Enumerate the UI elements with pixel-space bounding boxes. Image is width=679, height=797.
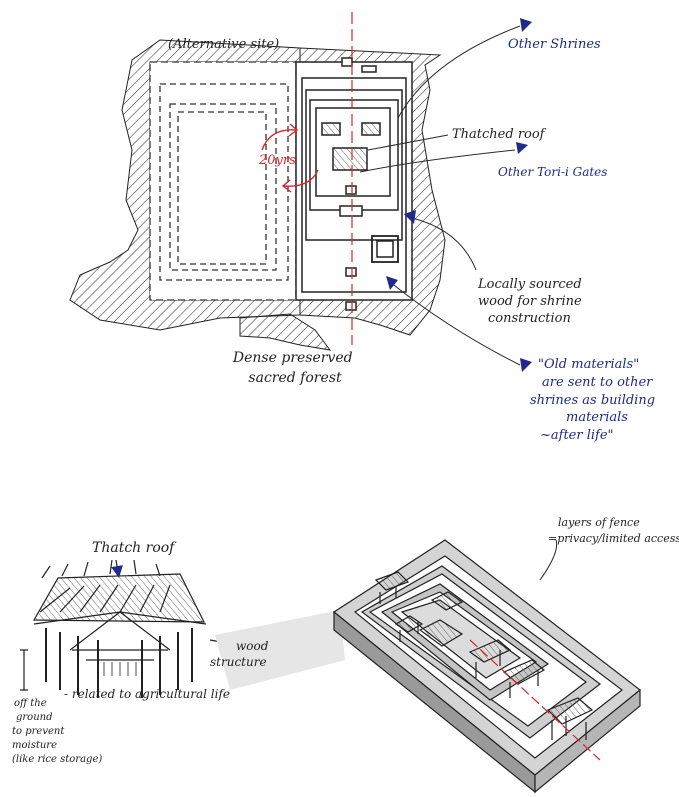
other-shrines-label: Other Shrines	[508, 37, 601, 52]
wood-structure-label: wood structure	[210, 639, 272, 669]
old-materials-label: "Old materials" are sent to other shrine…	[530, 357, 659, 443]
thatched-hut	[20, 559, 233, 698]
cycle-arrows	[261, 123, 319, 193]
forest-label: Dense preserved sacred forest	[232, 350, 357, 386]
forest-hatching	[69, 39, 446, 351]
fence-label: layers of fence =privacy/limited access	[548, 516, 679, 545]
alternative-site-plan	[149, 61, 297, 301]
isometric-compound	[215, 539, 641, 794]
current-shrine-plan	[295, 57, 413, 311]
annotation-markers	[386, 18, 532, 372]
compound-axis	[469, 639, 601, 761]
local-wood-label: Locally sourced wood for shrine construc…	[477, 277, 586, 326]
annotation-pointers	[359, 25, 521, 366]
cycle-label: 20yrs	[258, 153, 296, 168]
agricultural-life-label: - related to agricultural life	[64, 687, 230, 701]
fence-pointer	[539, 539, 558, 581]
off-ground-label: off the ground to prevent moisture (like…	[12, 698, 102, 765]
other-torii-label: Other Tori-i Gates	[498, 165, 607, 179]
thatched-roof-label: Thatched roof	[452, 127, 547, 142]
thatch-roof-label: Thatch roof	[92, 540, 177, 556]
alternative-site-label: (Alternative site)	[168, 37, 279, 52]
